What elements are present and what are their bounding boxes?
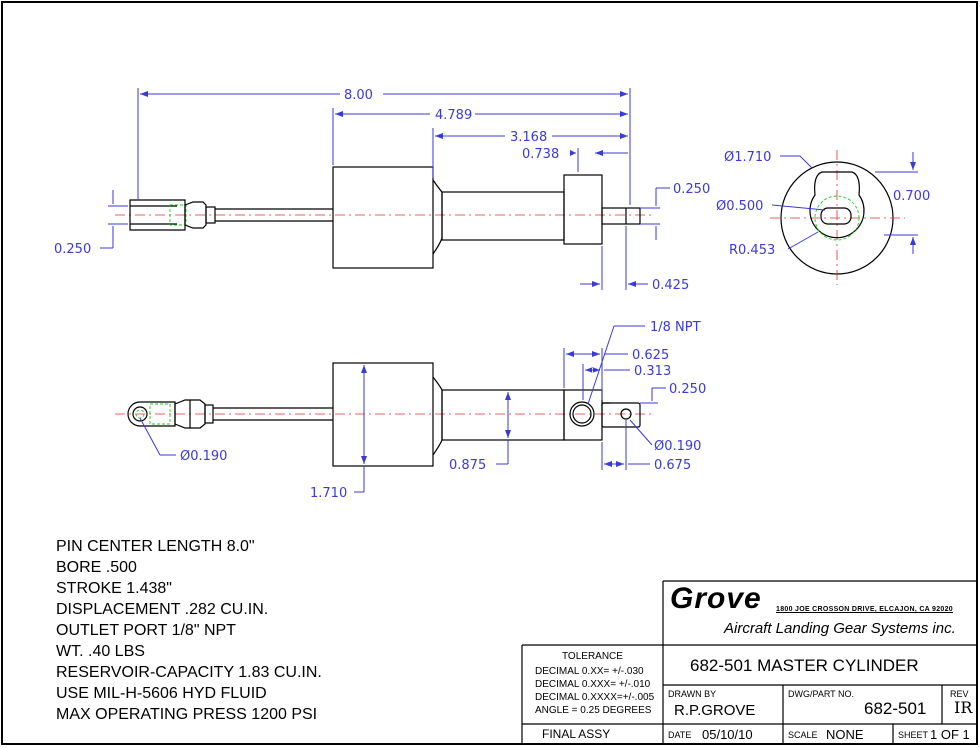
sheet-value: 1 OF 1 (930, 727, 970, 742)
dwg-label: DWG/PART NO. (788, 689, 855, 699)
dim-0250b: 0.250 (669, 382, 706, 397)
dim-hole-left: Ø0.190 (180, 449, 227, 464)
sheet-label: SHEET (898, 730, 929, 740)
dim-0313: 0.313 (634, 364, 671, 379)
dim-3168: 3.168 (510, 130, 547, 145)
dim-1710: 1.710 (310, 486, 347, 501)
note-line: STROKE 1.438" (56, 580, 172, 597)
note-line: BORE .500 (56, 559, 137, 576)
dim-body-dia: Ø1.710 (724, 150, 771, 165)
status-label: FINAL ASSY (542, 727, 611, 741)
dim-0675: 0.675 (654, 458, 691, 473)
scale-value: NONE (826, 727, 864, 742)
dim-0875: 0.875 (449, 458, 486, 473)
dim-0738: 0.738 (522, 147, 559, 162)
note-line: RESERVOIR-CAPACITY 1.83 CU.IN. (56, 664, 322, 681)
note-line: DISPLACEMENT .282 CU.IN. (56, 601, 269, 618)
note-line: WT. .40 LBS (56, 643, 145, 660)
dim-pin-top: 0.250 (673, 182, 710, 197)
company-subtitle: Aircraft Landing Gear Systems inc. (724, 620, 956, 637)
company-address: 1800 JOE CROSSON DRIVE, ELCAJON, CA 9202… (776, 606, 953, 613)
drawn-by: R.P.GROVE (674, 702, 756, 719)
end-view-dimensions: Ø1.710 Ø0.500 R0.453 0.700 (716, 150, 930, 258)
rev-label: REV (950, 689, 969, 699)
dim-bore-dia: Ø0.500 (716, 199, 763, 214)
dim-radius: R0.453 (729, 243, 775, 258)
title-block-frame (521, 580, 977, 745)
dim-hole-right: Ø0.190 (654, 439, 701, 454)
drawing-title: 682-501 MASTER CYLINDER (690, 656, 919, 675)
tolerance-line: DECIMAL 0.XXX= +/-.010 (535, 679, 651, 690)
date-value: 05/10/10 (702, 727, 753, 742)
top-view-dimensions: 8.00 4.789 3.168 0.738 0.250 0.250 (54, 88, 710, 293)
date-label: DATE (668, 730, 692, 740)
dim-0625: 0.625 (632, 348, 669, 363)
dim-clevis-gap: 0.250 (54, 242, 91, 257)
dim-end-length: 0.425 (652, 278, 689, 293)
tolerance-line: DECIMAL 0.XX= +/-.030 (535, 666, 644, 677)
top-view (115, 166, 655, 269)
drawn-by-label: DRAWN BY (668, 689, 717, 699)
rev-value: IR (954, 698, 973, 717)
dim-npt: 1/8 NPT (650, 320, 701, 335)
end-view (770, 150, 905, 285)
dim-0700: 0.700 (893, 189, 930, 204)
dwg-number: 682-501 (864, 699, 927, 718)
dim-overall-length: 8.00 (344, 88, 373, 103)
note-line: MAX OPERATING PRESS 1200 PSI (56, 706, 318, 723)
bottom-view-dimensions: 1/8 NPT 0.625 0.313 0.250 Ø0.190 0.675 Ø… (139, 320, 706, 501)
dim-4789: 4.789 (435, 108, 472, 123)
company-logo: Grove (670, 582, 762, 615)
tolerance-line: ANGLE = 0.25 DEGREES (535, 705, 652, 716)
note-line: USE MIL-H-5606 HYD FLUID (56, 685, 267, 702)
note-line: PIN CENTER LENGTH 8.0" (56, 538, 255, 555)
note-line: OUTLET PORT 1/8" NPT (56, 622, 236, 639)
bottom-view (115, 362, 655, 467)
tolerance-title: TOLERANCE (562, 651, 623, 662)
scale-label: SCALE (788, 730, 818, 740)
tolerance-line: DECIMAL 0.XXXX=+/-.005 (535, 692, 655, 703)
